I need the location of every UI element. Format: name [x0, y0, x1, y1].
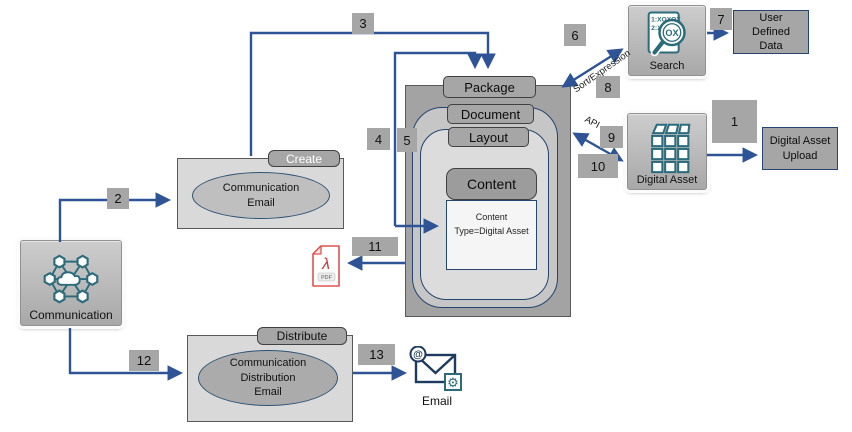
content-body: Content Type=Digital Asset [446, 200, 537, 270]
step-badge-11: 11 [352, 237, 398, 256]
step-badge-9: 9 [600, 126, 623, 148]
distribute-tab: Distribute [257, 327, 347, 345]
content-label: Content [446, 168, 537, 200]
step-badge-6: 6 [564, 24, 586, 46]
email-output: @ ⚙ Email [409, 346, 465, 408]
step-badge-12: 12 [129, 350, 159, 371]
pdf-badge-text: PDF [321, 275, 333, 281]
search-node[interactable]: 1:XOXOX 2:XO OX Search [628, 5, 706, 76]
create-tab: Create [268, 150, 340, 167]
document-label-text: Document [460, 106, 521, 122]
content-body-line1: Content [475, 212, 508, 222]
distribute-ellipse-line2: Distribution [240, 371, 296, 384]
distribute-ellipse-line3: Email [254, 386, 282, 399]
distribute-tab-label: Distribute [276, 329, 328, 343]
email-gear-glyph: ⚙ [447, 375, 459, 390]
email-label: Email [421, 394, 452, 408]
email-at-glyph: @ [413, 350, 423, 361]
digital-asset-label: Digital Asset [636, 174, 698, 186]
pdf-icon: λ PDF [312, 245, 340, 287]
distribute-ellipse: Communication Distribution Email [198, 350, 338, 406]
create-tab-label: Create [285, 151, 323, 166]
create-ellipse: Communication Email [192, 172, 330, 219]
document-label: Document [447, 104, 534, 124]
digital-asset-grid-icon [651, 123, 691, 174]
package-label-text: Package [464, 79, 515, 95]
step-badge-5: 5 [397, 128, 417, 152]
arrow-step12 [68, 328, 184, 381]
pdf-glyph: λ [321, 256, 330, 273]
arrow-sort-expression [561, 48, 624, 88]
package-label: Package [443, 76, 536, 98]
content-label-text: Content [466, 176, 517, 192]
step-badge-7: 7 [710, 8, 732, 30]
arrow-step4-package [393, 51, 483, 226]
udd-line2: Defined [752, 25, 790, 38]
digital-asset-upload-box: Digital Asset Upload [762, 127, 838, 170]
search-lens-text: OX [665, 28, 679, 38]
step-badge-13: 13 [358, 344, 395, 365]
search-icon: 1:XOXOX 2:XO OX [647, 11, 686, 57]
user-defined-data-box: User Defined Data [733, 10, 809, 54]
network-cloud-icon [43, 254, 99, 304]
step-badge-1: 1 [712, 100, 757, 143]
search-label: Search [649, 60, 685, 72]
step-badge-8: 8 [596, 76, 620, 98]
content-body-line2: Type=Digital Asset [454, 226, 529, 237]
email-icon: @ ⚙ [409, 346, 462, 391]
arrow-step2 [58, 192, 172, 242]
step-badge-3: 3 [352, 13, 374, 34]
layout-label: Layout [448, 127, 529, 147]
distribute-ellipse-line1: Communication [229, 356, 307, 369]
step-badge-4: 4 [367, 128, 390, 150]
step-badge-10: 10 [578, 154, 618, 178]
udd-line3: Data [759, 40, 783, 53]
pdf-output: λ PDF [310, 245, 344, 287]
udd-line1: User [759, 11, 783, 24]
dau-line1: Digital Asset [769, 135, 831, 148]
communication-label: Communication [29, 308, 113, 322]
communication-node[interactable]: Communication [20, 240, 122, 326]
digital-asset-node[interactable]: Digital Asset [627, 113, 707, 190]
step-badge-2: 2 [107, 188, 129, 209]
create-ellipse-line2: Email [247, 196, 275, 209]
create-ellipse-line1: Communication [222, 181, 300, 194]
layout-label-text: Layout [468, 129, 509, 145]
dau-line2: Upload [782, 149, 818, 162]
